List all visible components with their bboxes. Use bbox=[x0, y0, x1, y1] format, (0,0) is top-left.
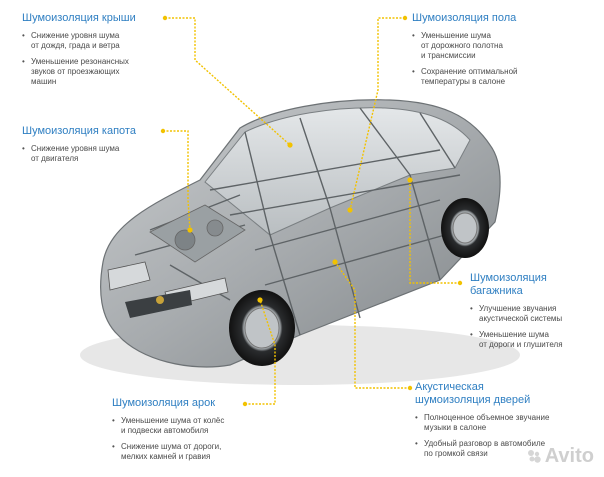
callout-roof-list: Снижение уровня шума от дождя, града и в… bbox=[22, 31, 136, 87]
callout-lines bbox=[163, 17, 460, 405]
avito-watermark: Avito bbox=[526, 445, 594, 468]
callout-roof: Шумоизоляция крыши Снижение уровня шума … bbox=[22, 12, 136, 93]
callout-floor-item: Уменьшение шума от дорожного полотна и т… bbox=[412, 31, 518, 61]
callout-arches-title: Шумоизоляция арок bbox=[112, 397, 216, 409]
callout-floor-title: Шумоизоляция пола bbox=[412, 12, 517, 24]
callout-roof-title: Шумоизоляция крыши bbox=[22, 12, 136, 24]
callout-dots bbox=[160, 15, 463, 407]
callout-doors-item: Удобный разговор в автомобиле по громкой… bbox=[415, 439, 549, 459]
callout-doors: Акустическая шумоизоляция дверей Полноце… bbox=[415, 381, 549, 465]
front-wheel bbox=[229, 290, 295, 366]
callout-roof-item: Снижение уровня шума от дождя, града и в… bbox=[22, 31, 136, 51]
callout-doors-list: Полноценное объемное звучание музыки в с… bbox=[415, 413, 549, 459]
callout-arches-item: Уменьшение шума от колёс и подвески авто… bbox=[112, 416, 224, 436]
callout-hood-title: Шумоизоляция капота bbox=[22, 125, 136, 137]
front-fascia bbox=[107, 261, 229, 318]
rear-wheel bbox=[441, 198, 489, 258]
callout-hood: Шумоизоляция капота Снижение уровня шума… bbox=[22, 125, 136, 170]
avito-logo-icon bbox=[526, 447, 542, 463]
callout-floor-list: Уменьшение шума от дорожного полотна и т… bbox=[412, 31, 518, 87]
callout-doors-item: Полноценное объемное звучание музыки в с… bbox=[415, 413, 549, 433]
callout-arches-list: Уменьшение шума от колёс и подвески авто… bbox=[112, 416, 224, 462]
callout-doors-title: Акустическая шумоизоляция дверей bbox=[415, 381, 531, 406]
callout-floor: Шумоизоляция пола Уменьшение шума от дор… bbox=[412, 12, 518, 93]
callout-trunk-item: Уменьшение шума от дороги и глушителя bbox=[470, 330, 563, 350]
callout-trunk: Шумоизоляция багажника Улучшение звучани… bbox=[470, 272, 563, 356]
car-roof-frame bbox=[204, 107, 471, 236]
callout-trunk-item: Улучшение звучания акустической системы bbox=[470, 304, 563, 324]
callout-hood-item: Снижение уровня шума от двигателя bbox=[22, 144, 136, 164]
callout-trunk-list: Улучшение звучания акустической системы … bbox=[470, 304, 563, 350]
callout-hood-list: Снижение уровня шума от двигателя bbox=[22, 144, 136, 164]
callout-roof-item: Уменьшение резонансных звуков от проезжа… bbox=[22, 57, 136, 87]
callout-floor-item: Сохранение оптимальной температуры в сал… bbox=[412, 67, 518, 87]
engine-bay bbox=[149, 204, 246, 263]
callout-trunk-title: Шумоизоляция багажника bbox=[470, 272, 547, 297]
avito-watermark-text: Avito bbox=[544, 445, 594, 467]
callout-arches: Шумоизоляция арок Уменьшение шума от кол… bbox=[112, 397, 224, 468]
callout-arches-item: Снижение шума от дороги, мелких камней и… bbox=[112, 442, 224, 462]
